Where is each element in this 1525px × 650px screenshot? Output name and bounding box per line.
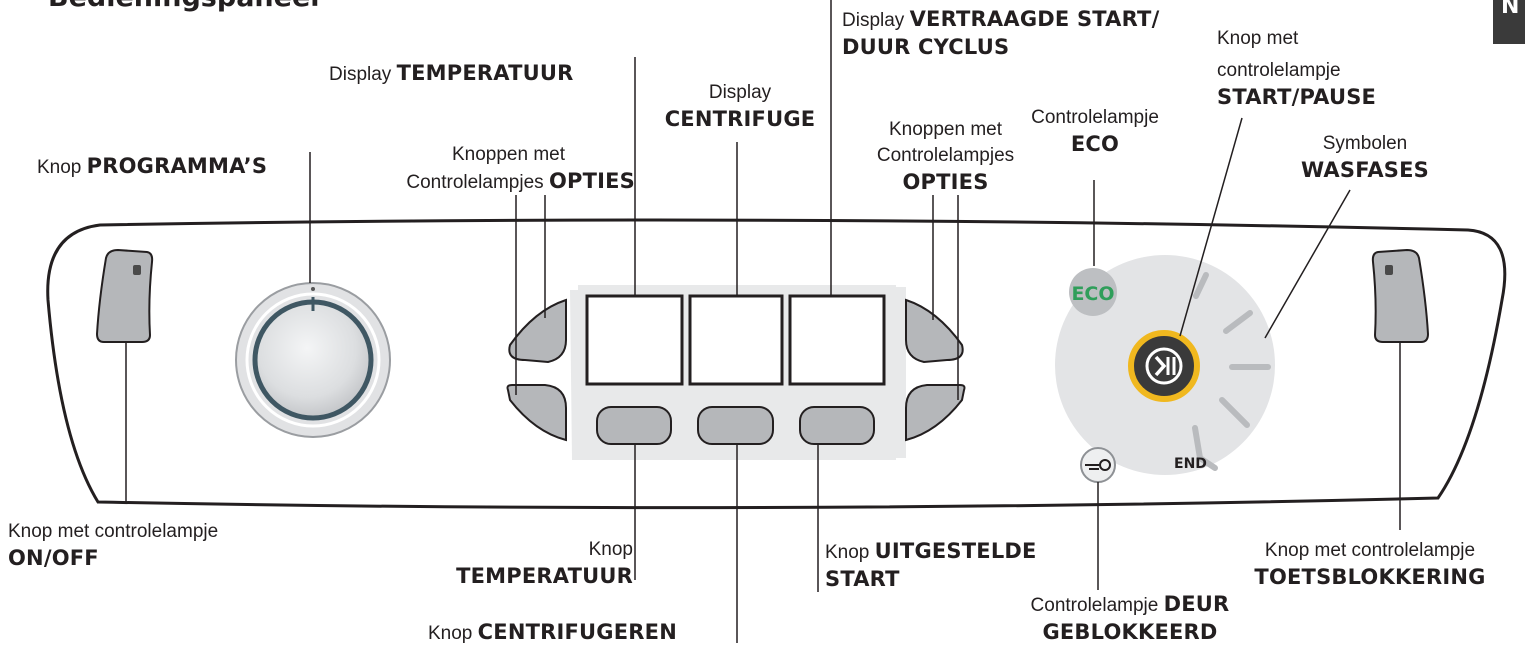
option-button-left-top: [508, 298, 567, 364]
label-start-pause: Knop met controlelampje START/PAUSE: [1217, 28, 1377, 109]
onoff-led: [133, 265, 141, 275]
label-onoff: Knop met controlelampje ON/OFF: [8, 521, 219, 570]
label-delay-button: Knop UITGESTELDE START: [825, 539, 1037, 591]
end-text: END: [1174, 456, 1207, 472]
temperature-button: [596, 406, 672, 445]
label-temperature-button: Knop TEMPERATUUR: [456, 539, 633, 588]
option-button-left-bottom: [506, 384, 567, 442]
page-title: Bedieningspaneel: [48, 0, 320, 13]
label-eco: Controlelampje ECO: [1031, 107, 1159, 156]
keylock-led: [1385, 265, 1393, 275]
label-display-temperatuur: Display TEMPERATUUR: [329, 61, 574, 85]
label-door-locked: Controlelampje DEUR GEBLOKKEERD: [1030, 592, 1230, 644]
wash-phase-symbols: [1192, 272, 1271, 471]
delay-button: [799, 406, 875, 445]
centrifuge-display: [688, 294, 784, 386]
label-keylock: Knop met controlelampje TOETSBLOKKERING: [1254, 540, 1486, 589]
language-tab: N: [1493, 0, 1525, 44]
centrifuge-button: [697, 406, 774, 445]
temperature-display: [585, 294, 684, 386]
label-opties-right: Knoppen met Controlelampjes OPTIES: [876, 119, 1015, 194]
eco-lamp: [1069, 268, 1117, 316]
option-button-right-top: [905, 298, 964, 364]
eco-lamp-text: ECO: [1071, 283, 1114, 305]
label-opties-left: Knoppen met Controlelampjes OPTIES: [406, 144, 635, 193]
leader-lines: [125, 0, 1401, 643]
label-wasfases: Symbolen WASFASES: [1301, 133, 1429, 182]
option-button-right-bottom: [905, 384, 966, 442]
onoff-button: [95, 248, 154, 343]
keylock-button: [1371, 248, 1430, 343]
delay-display: [788, 294, 886, 386]
label-centrifuge-button: Knop CENTRIFUGEREN: [428, 620, 677, 644]
program-knob-ring: [245, 292, 381, 428]
program-knob: [252, 299, 374, 421]
display-area-right: [896, 287, 906, 458]
label-programmas: Knop PROGRAMMA’S: [37, 154, 268, 178]
label-display-delay: Display VERTRAAGDE START/ DUUR CYCLUS: [842, 7, 1160, 59]
label-display-centrifuge: Display CENTRIFUGE: [664, 82, 816, 131]
